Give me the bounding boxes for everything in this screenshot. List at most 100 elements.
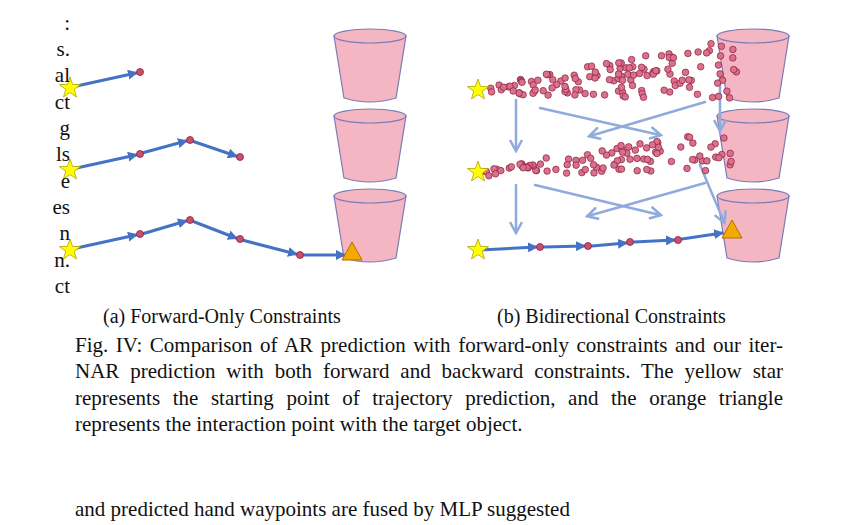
sample-dot — [717, 71, 724, 78]
sample-dot — [634, 155, 641, 162]
sample-dot — [636, 70, 643, 77]
sample-dot — [628, 56, 635, 63]
sample-dot — [486, 173, 493, 180]
sample-dot — [532, 87, 539, 94]
sample-dot — [573, 162, 580, 169]
sample-dot — [553, 166, 560, 173]
sample-dot — [718, 43, 725, 50]
sample-dot — [540, 87, 547, 94]
sample-dot — [549, 85, 556, 92]
body-text-line: and predicted hand waypoints are fused b… — [75, 497, 570, 521]
sample-dot — [728, 158, 735, 165]
sample-dot — [627, 156, 634, 163]
sample-dot — [562, 75, 569, 82]
sample-dot — [500, 84, 507, 91]
sample-dot — [702, 167, 709, 174]
sample-dot — [587, 155, 594, 162]
sample-dot — [520, 165, 527, 172]
sample-dot — [682, 69, 689, 76]
sample-dot — [518, 78, 525, 85]
margin-text-fragment: ct — [0, 89, 70, 115]
margin-text-fragment: n. — [0, 247, 70, 273]
sample-dot — [708, 40, 715, 47]
sample-dot — [685, 50, 692, 57]
sample-dot — [665, 66, 672, 73]
sample-dot — [543, 155, 550, 162]
sample-dot — [630, 72, 637, 79]
sample-dot — [708, 144, 715, 151]
margin-text-fragment: g — [0, 115, 70, 141]
sample-dot — [686, 84, 693, 91]
sample-dot — [715, 62, 722, 69]
sample-dot — [643, 145, 650, 152]
sample-dot — [634, 167, 641, 174]
sample-dot — [686, 134, 693, 141]
sample-dot — [654, 150, 661, 157]
sample-dot — [519, 79, 526, 86]
sample-dot — [508, 164, 515, 171]
sample-dot — [730, 46, 737, 53]
sample-dot — [695, 49, 702, 56]
sample-dot — [644, 156, 651, 163]
sample-dot — [544, 168, 551, 175]
margin-text-fragment: ls — [0, 141, 70, 167]
sample-dot — [579, 157, 586, 164]
margin-text-fragment: al — [0, 62, 70, 88]
sample-dot — [697, 63, 704, 70]
sample-dot — [572, 75, 579, 82]
sample-dot — [492, 171, 499, 178]
sample-dot — [717, 53, 724, 60]
sample-dot — [658, 52, 665, 59]
sample-dot — [716, 154, 723, 161]
sample-dot — [661, 87, 668, 94]
sample-dot — [618, 84, 625, 91]
margin-text-fragment: es — [0, 194, 70, 220]
sample-dot — [582, 166, 589, 173]
sample-dot — [730, 55, 737, 62]
sample-dot — [563, 170, 570, 177]
subfigure-caption: (b) Bidirectional Constraints — [497, 304, 726, 328]
sample-dot — [694, 91, 701, 98]
sample-dot — [600, 165, 607, 172]
sample-dot — [516, 90, 523, 97]
sample-dot — [616, 60, 623, 67]
sample-dot — [564, 161, 571, 168]
sample-dot — [590, 162, 597, 169]
sample-dot — [603, 60, 610, 67]
sample-dot — [642, 53, 649, 60]
sample-dot — [618, 142, 625, 149]
sample-dot — [709, 94, 716, 101]
sample-dot — [599, 148, 606, 155]
margin-text-fragment: s. — [0, 36, 70, 62]
sample-dot — [611, 162, 618, 169]
sample-dot — [625, 144, 632, 151]
sample-dot — [730, 66, 737, 73]
sample-dot — [654, 68, 661, 75]
sample-dot — [679, 77, 686, 84]
sample-dot — [619, 77, 626, 84]
subfigure-caption: (a) Forward-Only Constraints — [103, 304, 341, 328]
sample-dot — [684, 165, 691, 172]
sample-dot — [703, 50, 710, 57]
margin-text-fragment: e — [0, 168, 70, 194]
sample-dot — [724, 88, 731, 95]
margin-text-fragment: n — [0, 220, 70, 246]
sample-dot — [626, 65, 633, 72]
sample-dot — [689, 156, 696, 163]
sample-dot — [714, 80, 721, 87]
sample-dot — [601, 92, 608, 99]
sample-dot — [588, 63, 595, 70]
sample-dot — [690, 140, 697, 147]
sample-dot — [572, 92, 579, 99]
sample-dot — [655, 144, 662, 151]
figure-caption: Fig. IV: Comparison of AR prediction wit… — [75, 332, 783, 437]
sample-dot — [582, 90, 589, 97]
sample-dot — [622, 94, 629, 101]
sample-dot — [619, 149, 626, 156]
sample-dot — [607, 66, 614, 73]
sample-dot — [715, 93, 722, 100]
sample-dot — [592, 69, 599, 76]
sample-dot — [537, 161, 544, 168]
sample-dot — [638, 64, 645, 71]
sample-dot — [632, 147, 639, 154]
